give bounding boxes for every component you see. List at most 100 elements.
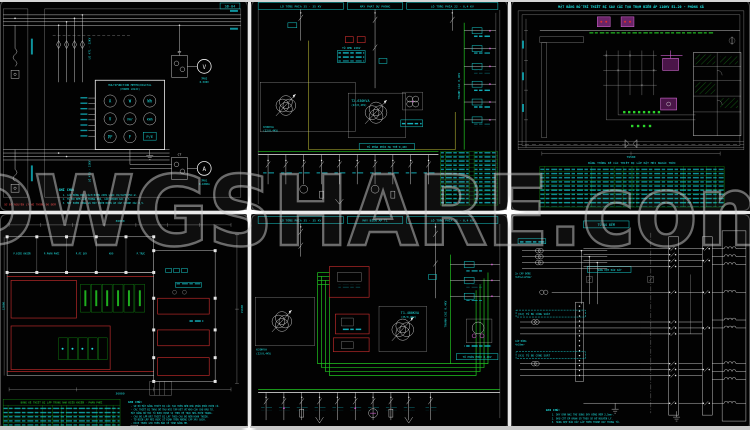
notes-block: GHI CHÚ: 1. CÁP ĐỒNG BỌC CÁCH ĐIỆN 24KV … [59, 187, 145, 205]
transformer-t2-sub: (22/0,4KV) [351, 103, 367, 107]
sheet-number-box: SĐ-04 [219, 2, 241, 10]
panel-single-line-t2: LỘ TỔNG PHÍA 35 - 35 KV MÁY PHÁT DỰ PHÒN… [251, 0, 508, 211]
branch-row [450, 293, 500, 304]
room-label: P.ĐIỀU KHIỂN [13, 253, 31, 256]
lv-busbar [258, 389, 500, 393]
header-strip: LỘ TỔNG PHÍA 35 - 35 KV MÁY PHÁT DỰ PHÒN… [257, 2, 499, 10]
meter-title-line2: (POWER LOGIC) [120, 87, 141, 91]
hv-equipment [623, 50, 683, 128]
branch-row [464, 98, 496, 109]
ground-symbols [611, 403, 681, 422]
branch-row [464, 27, 496, 38]
lv-busbar: TỦ PHÂN PHỐI HẠ THẾ 0,4KV [258, 143, 439, 155]
dimension-value: 79500 [627, 155, 636, 159]
panel-single-line-t1: LỘ TỔNG PHÍA 35 - 35 KV MÁY BIẾN ÁP T1 L… [251, 214, 508, 430]
kwh-meter-group [400, 91, 423, 128]
dimension-value: 12000 [2, 302, 6, 311]
north-arrow [728, 36, 736, 45]
transformer-left: 630KVA (22/0,4KV) [259, 82, 356, 133]
transformer-t1-sub: (35/0,4KV) [401, 315, 417, 319]
interconnect-wires [539, 248, 691, 404]
meter-cell-kwh: kWh [147, 117, 153, 121]
incoming-drops [298, 223, 438, 299]
sparkle-icon [241, 421, 257, 430]
transformer-t2-label: T2-630KVA [351, 99, 369, 103]
transformer-left-box: 630KVA (22/0,4KV) [255, 297, 315, 356]
left-strip-circuit [10, 25, 33, 193]
note-line: - SƠ ĐỒ MẶT BẰNG THIẾT BỊ CẢI TẠO TRÊN N… [131, 405, 220, 408]
meter-input-stubs [80, 97, 96, 137]
note-line: - CAO ĐỘ LẮP ĐẶT THIẾT BỊ LẤY THEO CAO Đ… [131, 415, 209, 418]
note-line: - KÍCH THƯỚC GHI TRÊN BẢN VẼ TÍNH BẰNG M… [131, 422, 188, 425]
cabinet-row-lower [58, 337, 108, 360]
fuse-row [52, 14, 130, 83]
lv-panel-label: TỦ PHÂN PHỐI 0,4KV [463, 354, 492, 359]
fence-hatch [539, 36, 584, 138]
room-band: P.ĐIỀU KHIỂN P.PHÂN PHỐI P.ẮC QUY KHO P.… [5, 235, 156, 274]
branch-row [464, 116, 496, 127]
meter-cell-f: F [129, 134, 132, 139]
voltmeter-branch: PT V 7M02 0-500V [171, 25, 212, 84]
site-plan-drawing: MẶT BẰNG BỐ TRÍ THIẾT BỊ SAU CẢI TẠO TRẠ… [517, 4, 745, 208]
section-k2-label: [K2] TỦ BÙ CÔNG SUẤT [518, 311, 550, 316]
top-edge-strip [0, 0, 750, 2]
floor-plan-drawing: 36000 P.ĐIỀU KHIỂN P.PHÂN PHỐI P.ẮC QUY … [2, 219, 244, 429]
cable2-label-line2: 4x10mm² [515, 343, 526, 346]
transformer-t1-label: T1-400KVA [401, 311, 419, 315]
multifunction-meter-box: MULTIFUNCTION METER/DIGITAL (POWER LOGIC… [94, 79, 166, 150]
ct-label: CT [178, 153, 182, 157]
branch-row [450, 261, 500, 272]
top-dimension-line: 36000 [8, 219, 232, 227]
feeder-top-label: LỘ 471 - 22KV [86, 37, 91, 59]
dimension-value: 15600 [240, 305, 244, 314]
notes-block: GHI CHÚ: - SƠ ĐỒ MẶT BẰNG THIẾT BỊ CẢI T… [128, 399, 220, 429]
notes-block: GHI CHÚ: 1. DÂY DẪN NHỊ THỨ DÙNG DÂY ĐỒN… [546, 407, 620, 424]
equipment-table-title: BẢNG KÊ THIẾT BỊ LẮP TRONG NHÀ ĐIỀU KHIỂ… [21, 400, 103, 405]
equipment-table-title: BẢNG THỐNG KÊ CÁC THIẾT BỊ LẮP ĐẶT MỚI N… [588, 160, 676, 165]
room-label: KHO [109, 253, 114, 256]
ground-symbol [146, 149, 154, 160]
cable-route-olive [308, 40, 456, 150]
ct-input-block: 2x CÁP ĐỒNG 3x35+1x25mm² [515, 248, 654, 305]
meter-cell-a: A [109, 99, 112, 104]
header-segment: LỘ TỔNG PHÍA 22 - 0,4 KV [431, 3, 474, 8]
note-line: 1. DÂY DẪN NHỊ THỨ DÙNG DÂY ĐỒNG MỀM 2,5… [552, 414, 615, 417]
equipment-table: BẢNG KÊ THIẾT BỊ LẮP TRONG NHÀ ĐIỀU KHIỂ… [2, 399, 121, 427]
outgoing-feeders [261, 154, 435, 205]
transformer-t1: T1-400KVA (35/0,4KV) [378, 305, 427, 352]
feeder-bottom-label: LỘ 473 - 22KV [86, 160, 91, 182]
equipment-table: BẢNG THỐNG KÊ CÁC THIẾT BỊ LẮP ĐẶT MỚI N… [539, 160, 725, 208]
plan-dimensions: 36000 12000 15600 [2, 234, 244, 395]
note-line: 3. MÁY BIẾN DÒNG VÀ MÁY BIẾN ĐIỆN ÁP CẤP… [63, 200, 145, 205]
main-hall [6, 272, 154, 376]
transformer-t2: T2-630KVA (22/0,4KV) [348, 92, 406, 138]
meter-cell-var: VAr [127, 117, 133, 121]
ammeter-caption-1: 7M01 [201, 178, 208, 182]
room-label: P.ẮC QUY [76, 253, 88, 256]
busbar-label: THANH CÁI 0,4KV [456, 73, 461, 100]
voltmeter-glyph: V [202, 64, 206, 71]
top-busbar [3, 9, 241, 30]
note-line: - TỦ ĐIỆN LẮP MỚI ĐƯỢC CỐ ĐỊNH TRÊN MƯƠN… [131, 418, 206, 421]
roof-transformers [589, 16, 714, 35]
ammeter-branch: CT A 7M01 0-1000A [129, 149, 212, 186]
relay-coil-panel [712, 230, 747, 422]
note-line: 3. HÀNG KẸP ĐẤU DÂY LẮP TRÊN THANH RAY T… [552, 421, 620, 424]
room-label: P.TRỰC [137, 253, 146, 256]
branch-row [450, 277, 500, 288]
control-building [693, 52, 742, 136]
voltmeter-caption-2: 0-500V [200, 80, 210, 84]
relay-boxes-red [329, 266, 370, 353]
lv-branch-column: THANH CÁI 0,4KV [456, 12, 497, 205]
contact-column-b [668, 236, 679, 416]
cable-label-line1: 2x CÁP ĐỒNG [515, 272, 531, 275]
access-road [518, 139, 744, 149]
notes-title: GHI CHÚ: [128, 399, 143, 404]
header-segment: MÁY BIẾN ÁP T1 [363, 217, 388, 222]
note-line: MẶT BẰNG BỐ TRÍ TỦ ĐƯỢC ĐỊNH VỊ THEO HỆ … [131, 412, 213, 415]
section-k3-label: [K3] TỦ BÙ CÔNG SUẤT [518, 353, 550, 358]
dimension-value: 36000 [116, 391, 125, 395]
header-segment: LỘ TỔNG PHÍA 22 - 0,4 KV [431, 217, 474, 222]
green-control-cabling [317, 272, 489, 376]
transformer-left-sub: (22/0,4KV) [256, 352, 272, 356]
